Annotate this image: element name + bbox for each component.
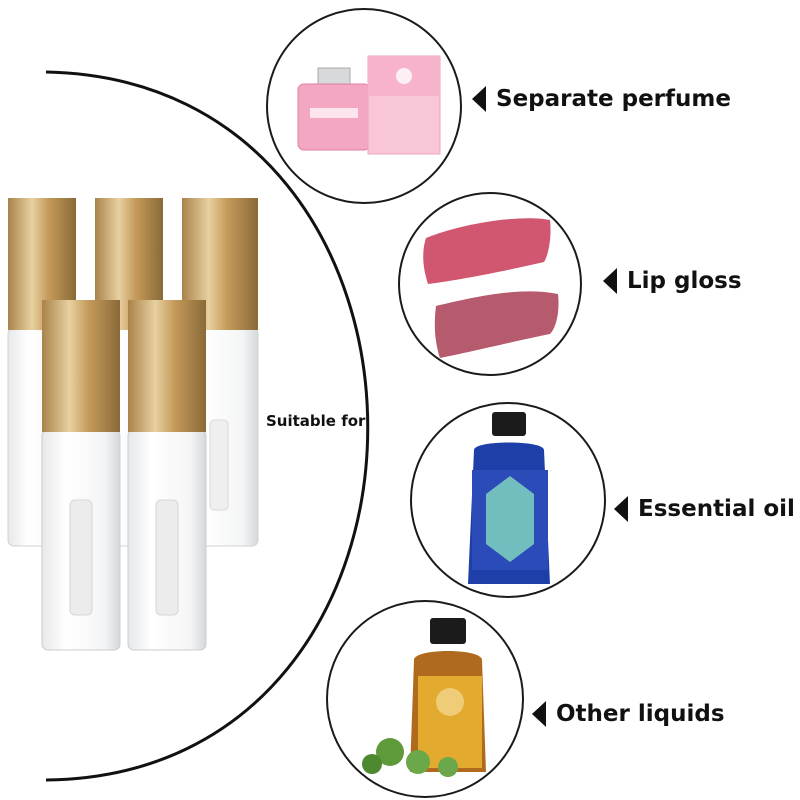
amber-oil-bottle-icon bbox=[362, 618, 486, 777]
lip-gloss-circle bbox=[398, 192, 582, 376]
use-label: Separate perfume bbox=[496, 86, 731, 112]
blue-oil-bottle-icon bbox=[468, 412, 550, 584]
use-essential-oil: Essential oil bbox=[614, 496, 795, 522]
use-label: Essential oil bbox=[638, 496, 795, 522]
triangle-pointer-icon bbox=[603, 268, 617, 294]
use-label: Lip gloss bbox=[627, 268, 742, 294]
suitable-for-label: Suitable for bbox=[266, 412, 366, 430]
perfume-bottle-icon bbox=[297, 55, 441, 155]
triangle-pointer-icon bbox=[614, 496, 628, 522]
essential-oil-circle bbox=[410, 402, 606, 598]
tube-front-1 bbox=[41, 300, 121, 651]
tube-front-2 bbox=[127, 300, 207, 651]
other-liquids-circle bbox=[326, 600, 524, 798]
lip-swatch-icon bbox=[423, 218, 559, 358]
triangle-pointer-icon bbox=[532, 701, 546, 727]
use-other-liquids: Other liquids bbox=[532, 701, 725, 727]
use-label: Other liquids bbox=[556, 701, 725, 727]
lip-gloss-tubes-image bbox=[7, 198, 259, 651]
triangle-pointer-icon bbox=[472, 86, 486, 112]
use-perfume: Separate perfume bbox=[472, 86, 731, 112]
use-lip-gloss: Lip gloss bbox=[603, 268, 742, 294]
perfume-circle bbox=[266, 8, 462, 204]
